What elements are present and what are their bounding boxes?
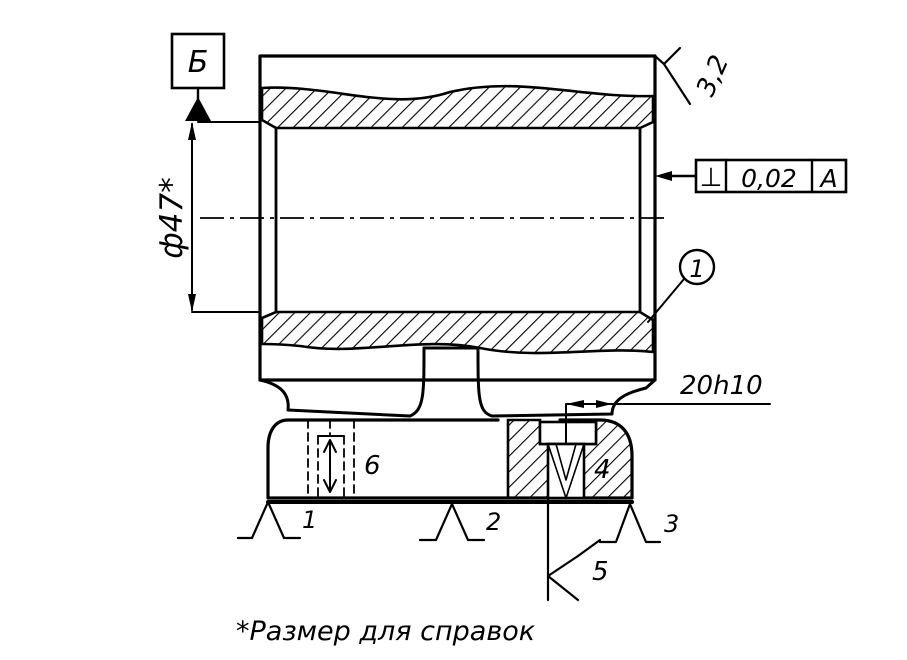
upper-wall-hatch [260, 84, 655, 130]
callout-1-circle: 1 [647, 248, 716, 323]
datum-b: Б [170, 32, 226, 121]
support-3: 3 [598, 502, 679, 544]
perpendicularity-symbol: ⊥ [700, 163, 723, 193]
roughness-value: 3,2 [691, 51, 735, 101]
diameter-dimension: ф47* [154, 121, 261, 313]
footnote: *Размер для справок [236, 616, 536, 647]
support-2: 2 [418, 502, 501, 542]
callout-4-label: 4 [594, 455, 611, 485]
support-1: 1 [236, 500, 317, 540]
sleeve-section [200, 54, 665, 382]
fixture-base [258, 346, 657, 504]
callout-1-label: 1 [689, 255, 704, 283]
support-1-label: 1 [302, 506, 317, 534]
diameter-label: ф47* [154, 177, 190, 258]
datum-letter: Б [188, 45, 209, 80]
screw [538, 420, 598, 500]
dimension-label: 20h10 [680, 371, 763, 401]
callout-5-label: 5 [592, 557, 609, 587]
support-2-label: 2 [486, 508, 501, 536]
dimension-20h10: 20h10 [565, 371, 771, 423]
tolerance-value: 0,02 [741, 164, 797, 193]
roughness-symbol: 3,2 [653, 46, 735, 106]
clamp-symbol-5: 5 [546, 498, 609, 602]
callout-6-label: 6 [364, 451, 381, 481]
pin-hidden [307, 419, 355, 497]
lower-wall-hatch [260, 310, 655, 355]
tolerance-datum: А [818, 164, 837, 193]
tolerance-frame: ⊥ 0,02 А [655, 158, 848, 194]
support-3-label: 3 [664, 510, 679, 538]
